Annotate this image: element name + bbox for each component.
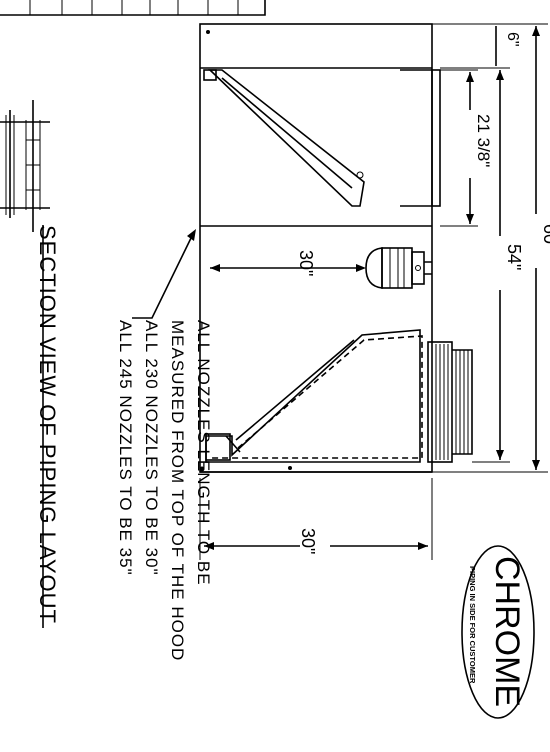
overall-dim-label: 60" [540,224,550,250]
upper-dim-label: 21 3/8" [474,114,493,167]
middle-dim-label: 54" [504,244,524,270]
nozzle-drop-dimension: 30" [210,250,366,276]
exhaust-collar [427,69,473,463]
drawing-title: SECTION VIEW OF PIPING LAYOUT [35,225,60,624]
note-leader [132,229,196,319]
light-fixture [365,247,432,289]
stamp-brand: CHROME [488,556,526,707]
note-line-2: MEASURED FROM TOP OF THE HOOD [168,320,187,661]
top-dim-label: 6" [504,32,521,47]
hood-body [199,23,433,473]
lower-baffle [205,329,423,463]
depth-label: 30" [298,528,318,554]
nozzle-drop-label: 30" [296,250,316,276]
title-block-fragment [0,0,266,16]
chrome-stamp: CHROME PIPING IN SIDE FOR CUSTOMER [461,545,535,719]
stamp-caption: PIPING IN SIDE FOR CUSTOMER [468,566,477,684]
depth-dimension: 30" [199,478,433,560]
right-dimensions: 6" 21 3/8" 54" 60" [432,23,550,473]
section-break-marker [0,100,50,232]
upper-baffle [203,69,432,207]
note-line-4: ALL 245 NOZZLES TO BE 35" [116,320,135,576]
nozzle-note: ALL 245 NOZZLES TO BE 35" ALL 230 NOZZLE… [116,320,213,661]
note-line-1: ALL NOZZLES LENGTH TO BE [194,320,213,586]
note-line-3: ALL 230 NOZZLES TO BE 30" [142,320,161,576]
